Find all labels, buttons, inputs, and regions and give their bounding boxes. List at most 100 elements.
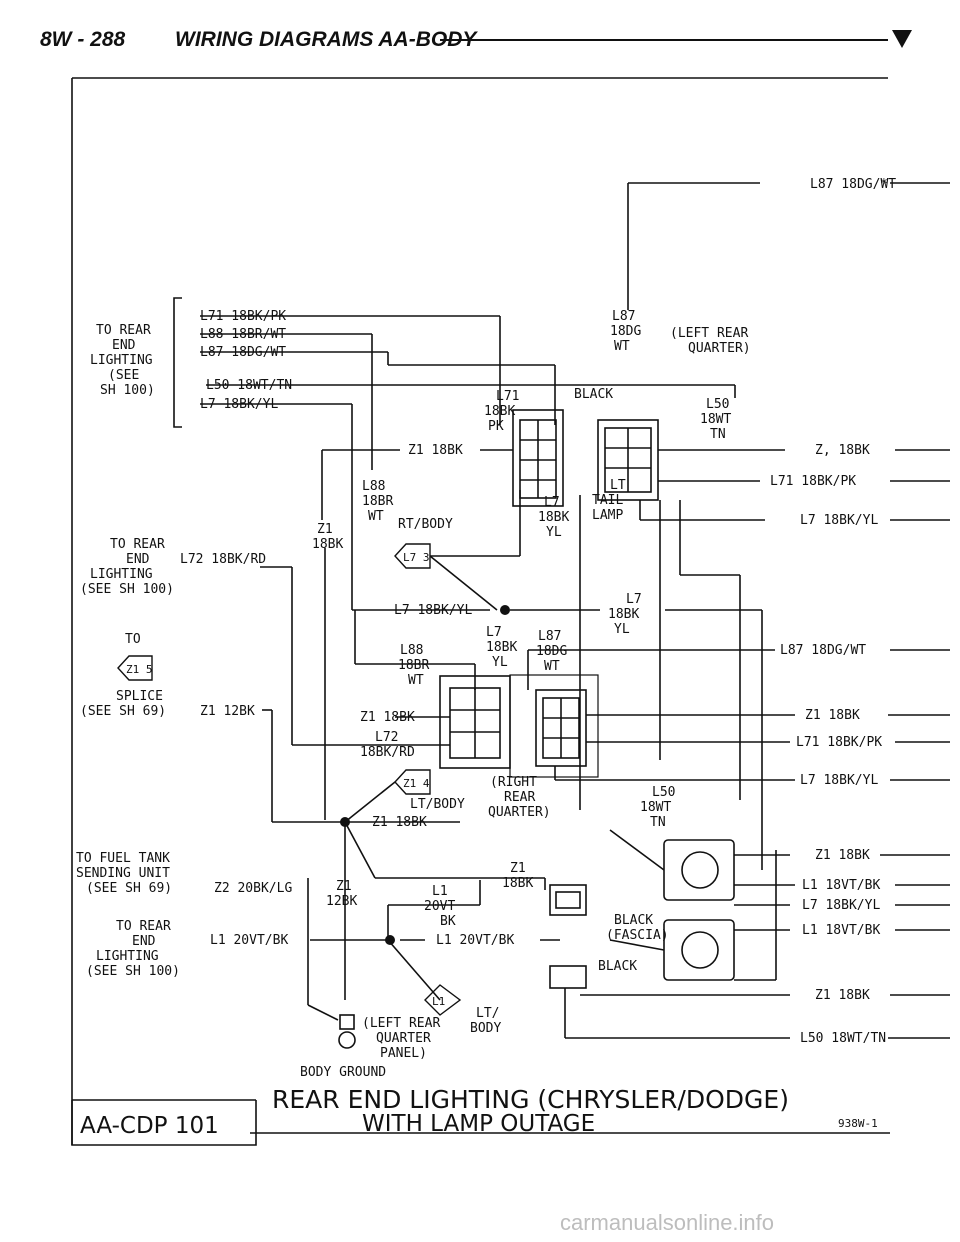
to-rear-l1-2: END xyxy=(132,934,156,949)
z1-18bk: Z1 18BK xyxy=(408,443,463,458)
lrqp-3: PANEL) xyxy=(380,1046,427,1061)
z1-12bk-a: Z1 xyxy=(336,879,352,894)
connector-z1-4-icon xyxy=(394,769,431,795)
l1-right-1: L1 18VT/BK xyxy=(802,878,880,893)
down-triangle-icon xyxy=(892,30,912,48)
l72-low-a: L72 xyxy=(375,730,398,745)
splice-dot xyxy=(340,817,350,827)
l71-right-lower: L71 18BK/PK xyxy=(796,735,882,750)
l88-low-a: L88 xyxy=(400,643,423,658)
to-rear-l1-1: TO REAR xyxy=(116,919,171,934)
conn-z1-5-text: Z1 5 xyxy=(126,663,153,676)
page-header: 8W - 288 WIRING DIAGRAMS AA-BODY xyxy=(40,22,930,66)
l87-c-a: L87 xyxy=(538,629,561,644)
l7-mid-c: YL xyxy=(546,525,562,540)
l88-mid-b: 18BR xyxy=(362,494,393,509)
conn-l1-text: L1 xyxy=(432,995,445,1008)
to-rear-line4: (SEE xyxy=(108,368,139,383)
label-l87-top-right: L87 18DG/WT xyxy=(810,177,896,192)
l71-right: L71 18BK/PK xyxy=(770,474,856,489)
z1-12bk-b: 12BK xyxy=(326,894,357,909)
fuel-2: SENDING UNIT xyxy=(76,866,170,881)
to-rear-l72-2: END xyxy=(126,552,150,567)
lrqp-2: QUARTER xyxy=(376,1031,431,1046)
z1-18bk-splice: Z1 18BK xyxy=(372,815,427,830)
wire-l87: L87 18DG/WT xyxy=(200,345,286,360)
l50-mid-a: L50 xyxy=(706,397,729,412)
star-1: * xyxy=(880,177,888,192)
l7-c-a: L7 xyxy=(486,625,502,640)
left-rear-quarter-2: QUARTER) xyxy=(688,341,751,356)
to-rear-line2: END xyxy=(112,338,136,353)
wire-l71: L71 18BK/PK xyxy=(200,309,286,324)
connector-l1-icon xyxy=(424,984,462,1016)
to-rear-line5: SH 100) xyxy=(100,383,155,398)
to-rear-l72-1: TO REAR xyxy=(110,537,165,552)
diagram-code: AA-CDP 101 xyxy=(80,1113,219,1139)
l7-mid-b: 18BK xyxy=(538,510,569,525)
wire-l88: L88 18BR/WT xyxy=(200,327,286,342)
l1-splice: L1 20VT/BK xyxy=(436,933,514,948)
body-ground: BODY GROUND xyxy=(300,1065,386,1080)
page-number: 8W - 288 xyxy=(40,28,126,51)
splice-2: (SEE SH 69) xyxy=(80,704,166,719)
lt-body-lower-1: LT/ xyxy=(476,1006,499,1021)
splice-dot xyxy=(500,605,510,615)
l87-c-b: 18DG xyxy=(536,644,567,659)
to-z1: TO xyxy=(125,632,141,647)
connector-z1-5-icon xyxy=(117,655,153,681)
l88-low-c: WT xyxy=(408,673,424,688)
wire-z1-12bk: Z1 12BK xyxy=(200,704,255,719)
l50-low-c: TN xyxy=(650,815,666,830)
header-rule xyxy=(440,39,888,41)
l1-20vt-a: L1 xyxy=(432,884,448,899)
black-lower: BLACK xyxy=(598,959,637,974)
z1-vert-a: Z1 xyxy=(317,522,333,537)
rrq-3: QUARTER) xyxy=(488,805,551,820)
watermark: carmanualsonline.info xyxy=(560,1210,775,1235)
l50-right-final: L50 18WT/TN xyxy=(800,1031,886,1046)
to-rear-line3: LIGHTING xyxy=(90,353,153,368)
z1-vert-b: 18BK xyxy=(312,537,343,552)
lt-body: LT/BODY xyxy=(410,797,465,812)
lt-tail-3: LAMP xyxy=(592,508,623,523)
conn-z1-4-text: Z1 4 xyxy=(403,777,430,790)
l7-rs-a: L7 xyxy=(626,592,642,607)
wire-l1: L1 20VT/BK xyxy=(210,933,288,948)
l50-low-b: 18WT xyxy=(640,800,671,815)
page-title: WIRING DIAGRAMS AA-BODY xyxy=(175,28,477,51)
rrq-2: REAR xyxy=(504,790,535,805)
l50-mid-c: TN xyxy=(710,427,726,442)
black-label: BLACK xyxy=(574,387,613,402)
z1-mid-b: 18BK xyxy=(502,876,533,891)
left-rear-quarter-1: (LEFT REAR xyxy=(670,326,748,341)
l7-rs-b: 18BK xyxy=(608,607,639,622)
black-fascia-1: BLACK xyxy=(614,913,653,928)
wire-l7: L7 18BK/YL xyxy=(200,397,278,412)
fuel-1: TO FUEL TANK xyxy=(76,851,170,866)
to-rear-line1: TO REAR xyxy=(96,323,151,338)
z1-right: Z, 18BK xyxy=(815,443,870,458)
black-fascia-2: (FASCIA) xyxy=(606,928,669,943)
l50-mid-b: 18WT xyxy=(700,412,731,427)
l87-a: L87 xyxy=(612,309,635,324)
l1-20vt-c: BK xyxy=(440,914,456,929)
lt-tail-2: TAIL xyxy=(592,493,623,508)
l1-20vt-b: 20VT xyxy=(424,899,455,914)
rrq-1: (RIGHT xyxy=(490,775,537,790)
wire-l72: L72 18BK/RD xyxy=(180,552,266,567)
to-rear-l1-3: LIGHTING xyxy=(96,949,159,964)
l87-c-c: WT xyxy=(544,659,560,674)
caption-line1: REAR END LIGHTING (CHRYSLER/DODGE) xyxy=(272,1085,789,1114)
conn-l7-3-text: L7 3 xyxy=(403,551,430,564)
l71-mid-c: PK xyxy=(488,419,504,434)
wire-l50: L50 18WT/TN xyxy=(206,378,292,393)
l7-right: L7 18BK/YL xyxy=(800,513,878,528)
l7-c-b: 18BK xyxy=(486,640,517,655)
figure-id: 938W-1 xyxy=(838,1117,878,1130)
fuel-3: (SEE SH 69) xyxy=(86,881,172,896)
z1-right-final: Z1 18BK xyxy=(815,988,870,1003)
l87-right-mid: L87 18DG/WT xyxy=(780,643,866,658)
l71-mid-a: L71 xyxy=(496,389,519,404)
z1-mid-a: Z1 xyxy=(510,861,526,876)
